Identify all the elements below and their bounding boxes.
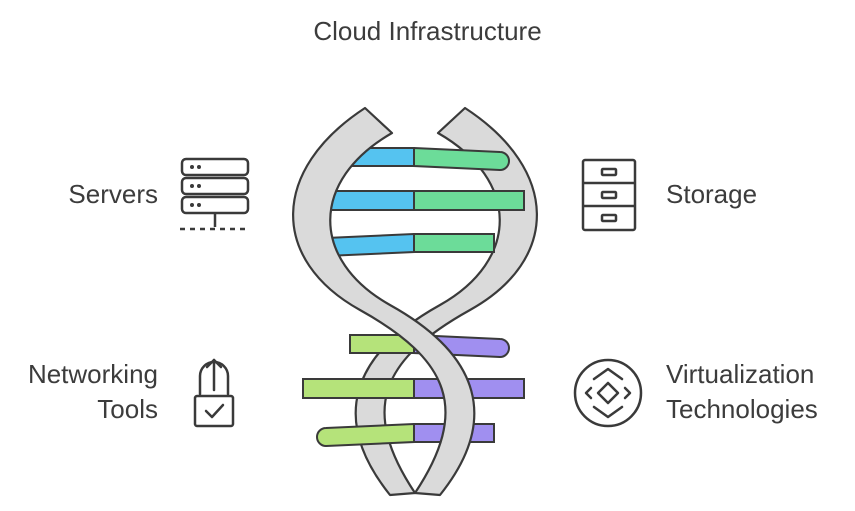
file-cabinet-icon xyxy=(580,157,640,238)
server-rack-icon xyxy=(176,155,254,240)
rung-2-right xyxy=(413,190,525,211)
lock-upload-icon xyxy=(190,356,240,435)
label-networking-line1: Networking xyxy=(27,359,158,389)
rung-1-right xyxy=(413,146,510,172)
label-storage: Storage xyxy=(666,179,758,209)
rungs-bottom xyxy=(302,333,525,448)
label-networking-line2: Tools xyxy=(97,394,158,424)
rung-3-right xyxy=(413,233,495,253)
virtualization-diamond-icon xyxy=(572,357,644,434)
label-networking-tools: Networking Tools xyxy=(0,357,158,427)
helix-front-strand xyxy=(292,106,476,497)
label-virtualization-technologies: Virtualization Technologies xyxy=(666,357,818,427)
rung-6-left xyxy=(316,422,415,448)
label-virtualization-line1: Virtualization xyxy=(666,359,815,389)
label-servers: Servers xyxy=(68,179,158,209)
rung-5-left xyxy=(302,378,415,399)
diagram-title: Cloud Infrastructure xyxy=(313,16,542,46)
label-virtualization-line2: Technologies xyxy=(666,394,818,424)
